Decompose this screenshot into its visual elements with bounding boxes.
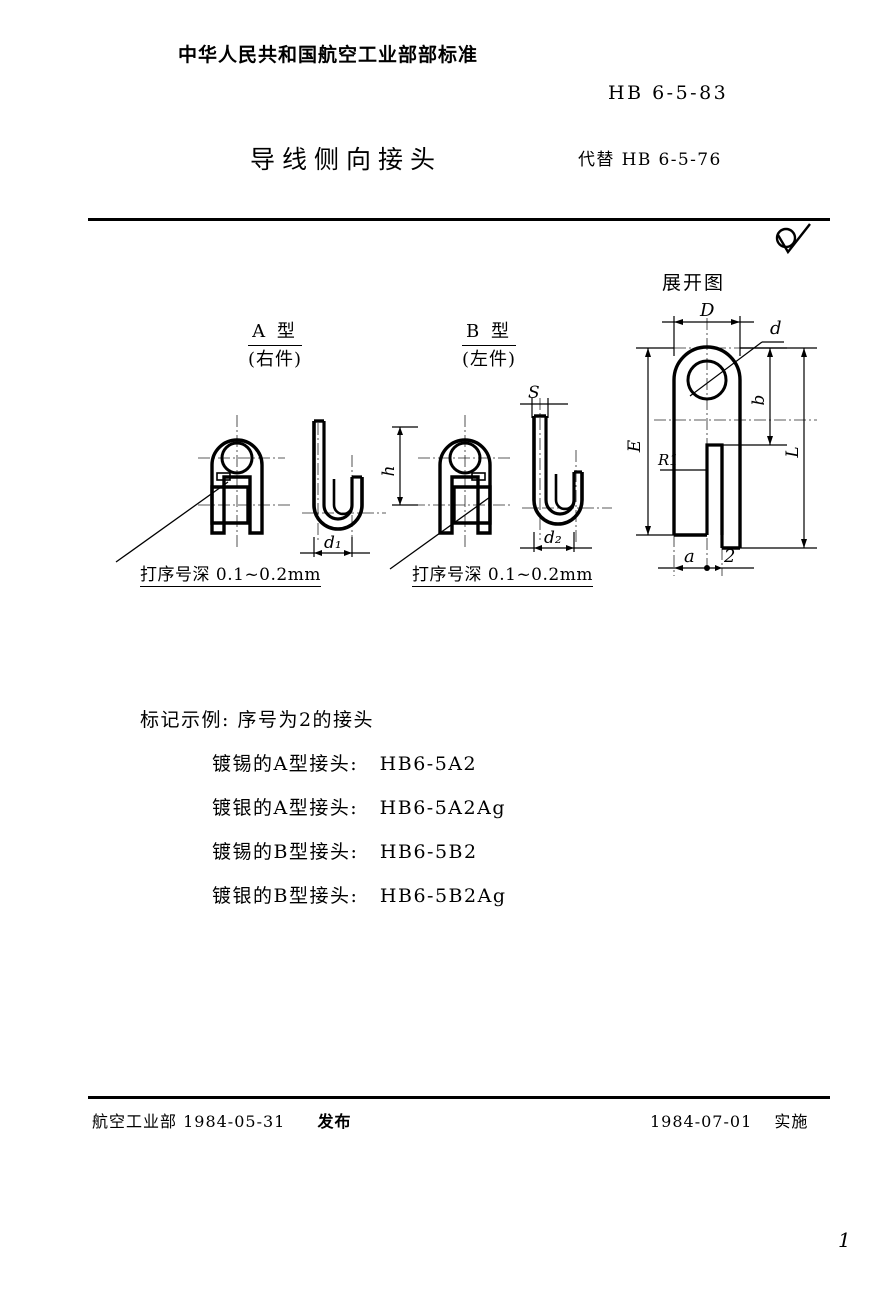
footer-effective-date: 1984-07-01 <box>650 1112 753 1131</box>
footer-effective-action: 实施 <box>774 1112 809 1131</box>
footer-issue-action: 发布 <box>317 1112 352 1131</box>
page-title: 导线侧向接头 <box>250 145 443 174</box>
dimension-L-label: L <box>783 446 803 458</box>
footer-divider <box>88 1096 830 1099</box>
dimension-d-label: d <box>770 318 782 339</box>
marking-intro: 标记示例: 序号为2的接头 <box>140 709 375 731</box>
type-b-label: B 型 <box>462 320 517 347</box>
development-view-title: 展开图 <box>662 272 726 294</box>
marking-line-3: 镀锡的B型接头: HB6-5B2 <box>140 830 507 874</box>
dimension-d2-label: d₂ <box>544 528 562 548</box>
type-a-side-hook-drawing: d₁ <box>300 419 386 557</box>
dimension-h-label: h <box>379 466 399 477</box>
type-b-side-hook-drawing: S d₂ <box>520 383 612 552</box>
marking-desc-3: 镀锡的B型接头: <box>212 841 359 863</box>
marking-line-2: 镀银的A型接头: HB6-5A2Ag <box>140 786 507 830</box>
header-divider <box>88 218 830 221</box>
dimension-D-label: D <box>699 300 715 321</box>
marking-code-2: HB6-5A2Ag <box>379 797 506 819</box>
footer-issuer: 航空工业部 1984-05-31 <box>92 1112 286 1131</box>
callout-stamp-depth-b: 打序号深 0.1~0.2mm <box>412 560 593 587</box>
marking-desc-1: 镀锡的A型接头: <box>212 753 359 775</box>
footer-effective-block: 1984-07-01 实施 <box>650 1108 808 1132</box>
dimension-R1-label: R1 <box>657 451 679 469</box>
dimension-a-label: a <box>684 546 695 567</box>
marking-line-4: 镀银的B型接头: HB6-5B2Ag <box>140 874 507 918</box>
dimension-E-label: E <box>625 439 645 453</box>
footer-issuer-block: 航空工业部 1984-05-31 发布 <box>92 1108 351 1132</box>
marking-line-1: 镀锡的A型接头: HB6-5A2 <box>140 742 507 786</box>
dimension-s-label: S <box>528 383 540 403</box>
view-label-type-b: B 型 (左件) <box>462 320 517 373</box>
view-label-type-a: A 型 (右件) <box>248 320 303 373</box>
development-view-drawing: D d R1 b <box>625 300 817 576</box>
type-a-front-view-drawing <box>198 415 290 550</box>
replaces-standard: 代替 HB 6-5-76 <box>578 150 722 170</box>
marking-desc-4: 镀银的B型接头: <box>212 885 359 907</box>
type-a-label: A 型 <box>248 320 303 347</box>
type-a-callout-leader <box>115 481 229 563</box>
issuing-organization: 中华人民共和国航空工业部部标准 <box>178 44 479 66</box>
marking-desc-2: 镀银的A型接头: <box>212 797 359 819</box>
standard-number: HB 6-5-83 <box>608 82 729 104</box>
unmachined-surface-symbol-icon <box>775 223 811 255</box>
marking-examples-block: 标记示例: 序号为2的接头 镀锡的A型接头: HB6-5A2 镀银的A型接头: … <box>140 698 507 918</box>
marking-code-3: HB6-5B2 <box>379 841 478 863</box>
callout-stamp-depth-a: 打序号深 0.1~0.2mm <box>140 560 321 587</box>
dimension-b-label: b <box>749 395 769 406</box>
dimension-d1-label: d₁ <box>324 533 342 553</box>
type-b-callout-leader <box>389 496 491 570</box>
page-number: 1 <box>838 1228 851 1252</box>
type-a-sublabel: (右件) <box>248 349 303 371</box>
dimension-gap-label: 2 <box>723 546 735 567</box>
marking-code-1: HB6-5A2 <box>379 753 478 775</box>
marking-code-4: HB6-5B2Ag <box>379 885 507 907</box>
dimension-h-drawing: h <box>379 426 418 506</box>
type-b-sublabel: (左件) <box>462 349 517 371</box>
